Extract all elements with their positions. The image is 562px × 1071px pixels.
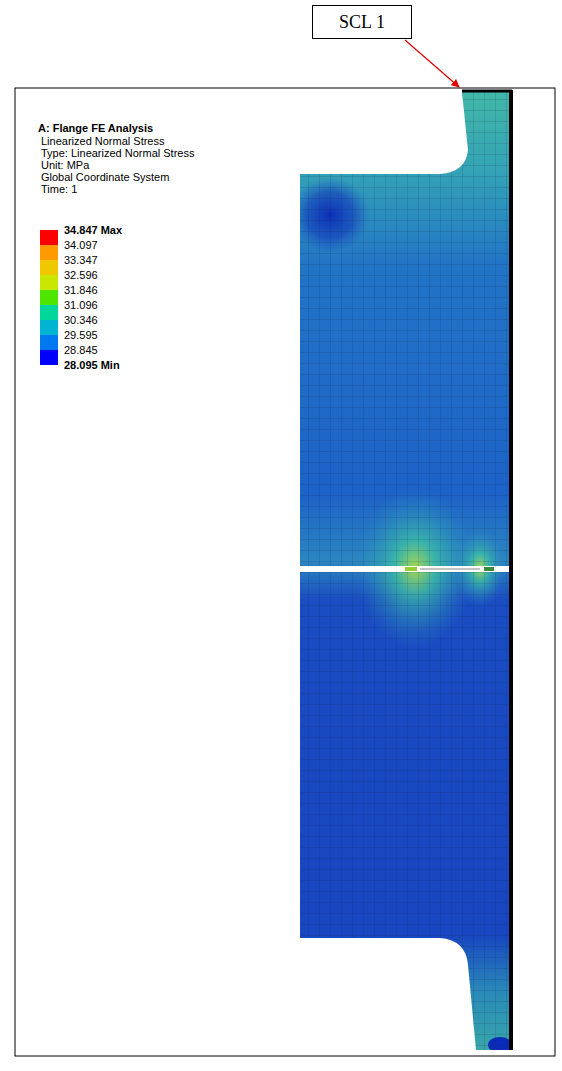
legend-value: 34.847 Max <box>64 224 122 236</box>
plot-info: Unit: MPa <box>41 159 89 171</box>
legend-value: 31.846 <box>64 284 98 296</box>
plot-info: A: Flange FE Analysis <box>38 122 153 134</box>
legend-value: 30.346 <box>64 314 98 326</box>
legend-swatch <box>40 275 58 290</box>
plot-info: Global Coordinate System <box>41 171 169 183</box>
legend-value: 29.595 <box>64 329 98 341</box>
legend-swatch <box>40 245 58 260</box>
legend-swatch <box>40 290 58 305</box>
legend-swatch <box>40 305 58 320</box>
legend-value: 32.596 <box>64 269 98 281</box>
legend-swatch <box>40 335 58 350</box>
legend-swatch <box>40 320 58 335</box>
legend-value: 34.097 <box>64 239 98 251</box>
legend-swatch <box>40 260 58 275</box>
legend-value: 31.096 <box>64 299 98 311</box>
legend-swatch <box>40 350 58 365</box>
legend-value: 28.095 Min <box>64 359 120 371</box>
plot-info: Type: Linearized Normal Stress <box>41 147 194 159</box>
callout-label: SCL 1 <box>339 12 385 33</box>
plot-info: Linearized Normal Stress <box>41 135 165 147</box>
legend-value: 28.845 <box>64 344 98 356</box>
plot-info: Time: 1 <box>41 183 77 195</box>
legend-value: 33.347 <box>64 254 98 266</box>
callout-box: SCL 1 <box>312 5 412 39</box>
legend-swatch <box>40 230 58 245</box>
